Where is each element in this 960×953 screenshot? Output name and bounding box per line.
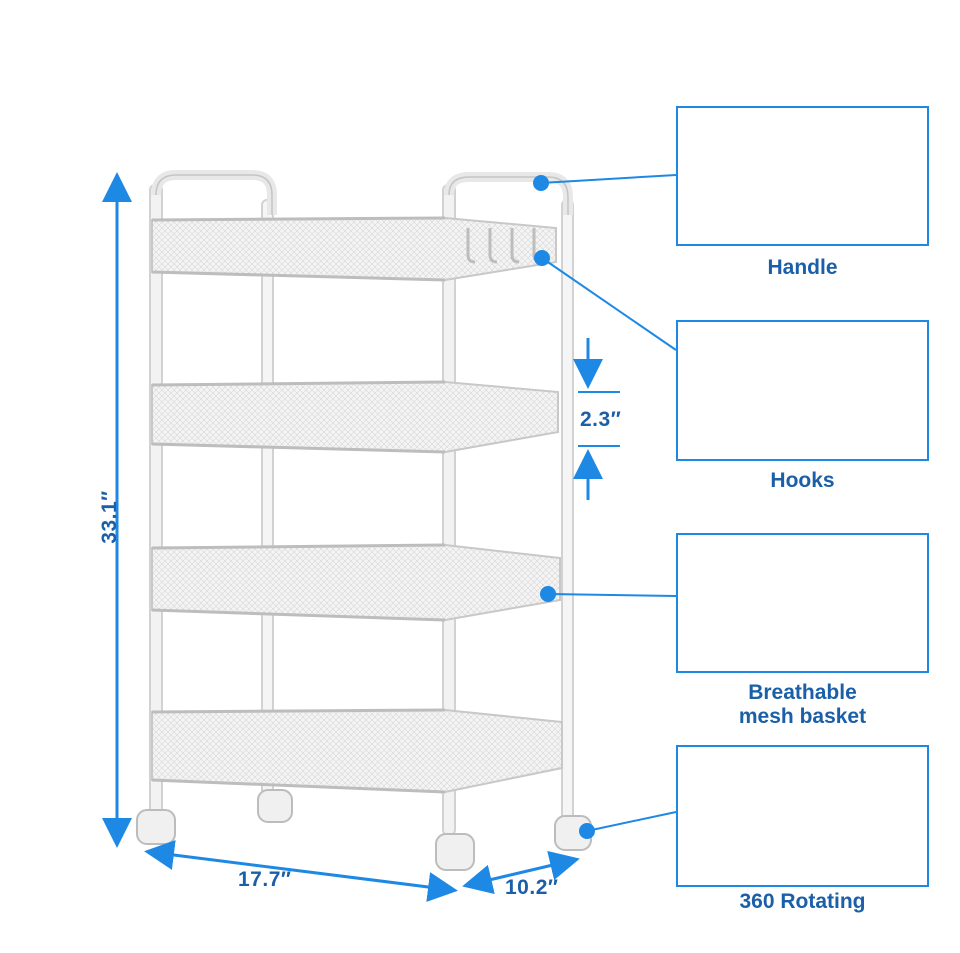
handle-label: Handle — [767, 256, 838, 279]
dot-marker-icon — [534, 250, 550, 266]
hooks-label: Hooks — [770, 469, 835, 492]
mesh-label-line1: Breathable — [748, 681, 857, 704]
basket-2 — [151, 380, 559, 454]
height-label: 33.1″ — [98, 490, 121, 544]
basket-4 — [151, 708, 563, 794]
rotating-label: 360 Rotating — [739, 890, 866, 913]
width-dimension — [144, 840, 458, 902]
width-label: 17.7″ — [238, 868, 292, 891]
dot-marker-icon — [533, 175, 549, 191]
cart-frame — [149, 170, 574, 836]
dot-marker-icon — [579, 823, 595, 839]
basket-3 — [151, 543, 561, 622]
mesh-label-line2: mesh basket — [738, 705, 867, 728]
callout-leaders — [533, 174, 677, 839]
handle-callout-box — [676, 106, 929, 246]
depth-dimension — [462, 850, 580, 895]
dot-marker-icon — [540, 586, 556, 602]
wheel-callout-box — [676, 745, 929, 887]
basket-1 — [151, 216, 557, 282]
shelf-gap-label: 2.3″ — [580, 408, 622, 431]
mesh-callout-box — [676, 533, 929, 673]
depth-label: 10.2″ — [505, 876, 559, 899]
shelf-gap-dimension — [573, 338, 620, 500]
hooks-callout-box — [676, 320, 929, 461]
